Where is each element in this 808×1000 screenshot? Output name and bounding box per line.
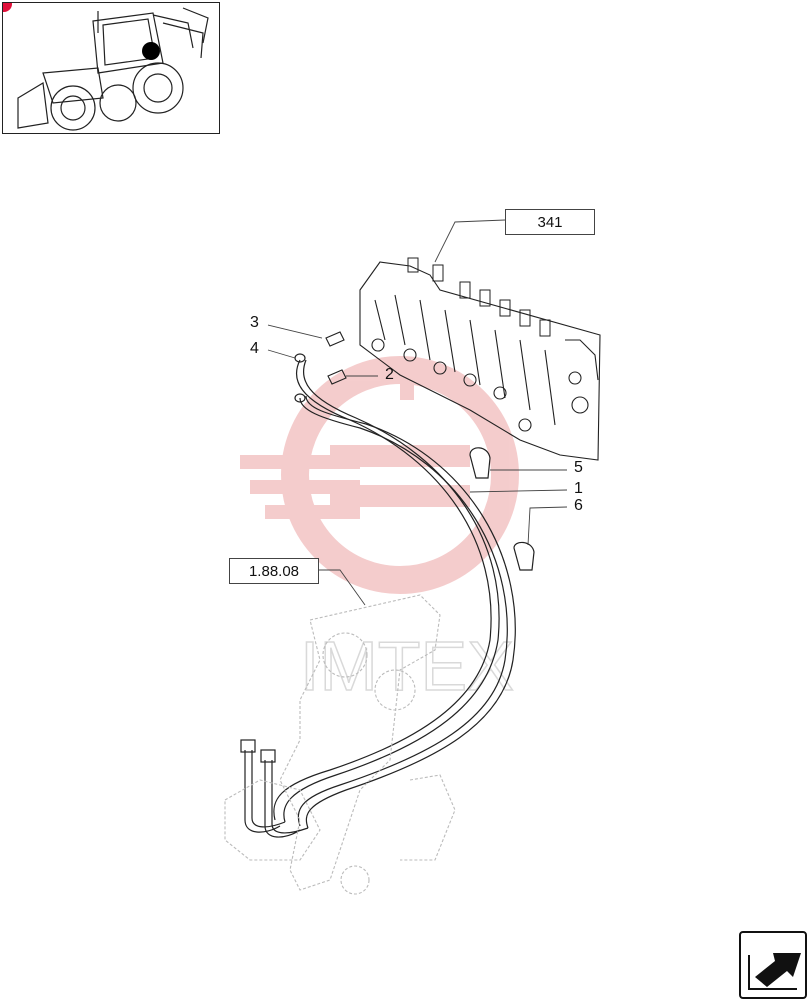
fittings [325, 331, 347, 385]
hydraulic-hoses [240, 353, 516, 838]
callout-3: 3 [250, 314, 259, 331]
callout-2: 2 [385, 366, 394, 383]
callout-4: 4 [250, 340, 259, 357]
machine-thumbnail [2, 2, 220, 134]
watermark-logo [240, 356, 519, 594]
next-page-arrow-icon [748, 953, 801, 990]
backhoe-loader-thumbnail-icon [17, 7, 209, 131]
next-page-button[interactable] [739, 931, 807, 999]
callout-1: 1 [574, 480, 583, 497]
clamp-5 [469, 447, 491, 479]
boom-frame-ghost [224, 594, 456, 895]
thumbnail-marker [3, 3, 12, 12]
clamp-6 [513, 541, 535, 571]
valve-reference-label: 341 [537, 213, 563, 231]
valve-reference-box[interactable]: 341 [505, 209, 595, 235]
frame-reference-label: 1.88.08 [248, 562, 300, 580]
watermark-text: IMTEX [300, 627, 514, 705]
control-valve-block [359, 257, 601, 461]
callout-5: 5 [574, 459, 583, 476]
leader-lines [267, 219, 568, 606]
callout-6: 6 [574, 497, 583, 514]
frame-reference-box[interactable]: 1.88.08 [229, 558, 319, 584]
